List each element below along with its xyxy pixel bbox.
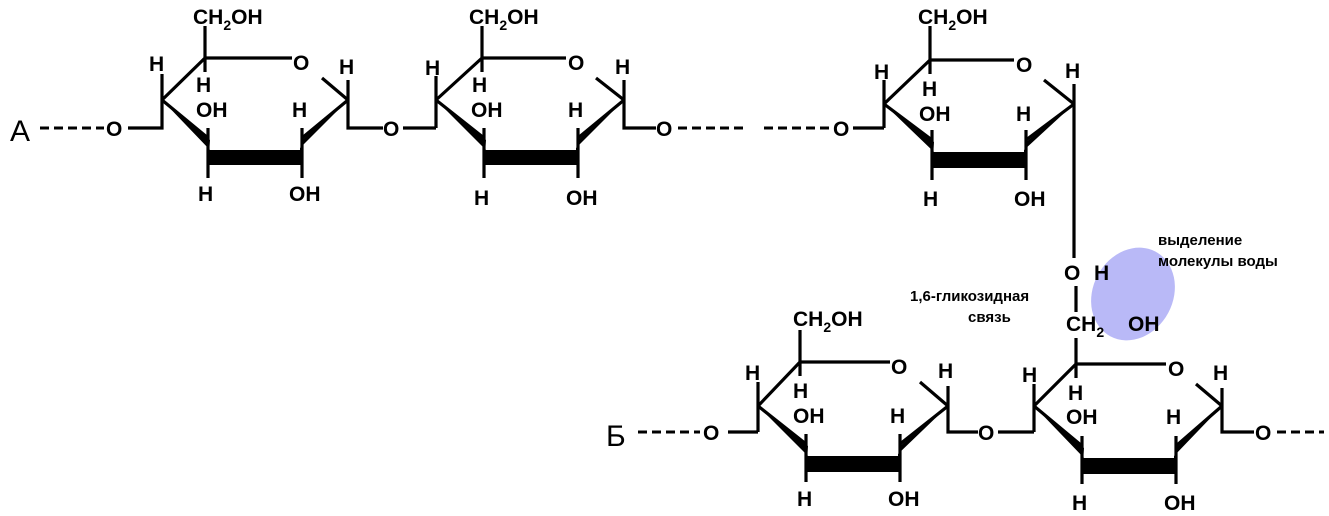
ring2-h: H (474, 187, 489, 210)
ring2-oh: OH (566, 187, 598, 210)
link-o: O (978, 422, 994, 445)
link-o: O (656, 118, 672, 141)
glucose-ring-3: CH2OH O H H OH H H H OH (874, 6, 1080, 258)
link-o: O (833, 118, 849, 141)
ring5-h: H (1068, 382, 1083, 405)
ring1-h: H (339, 56, 354, 79)
ring5-h: H (1022, 364, 1037, 387)
link-o: O (703, 422, 719, 445)
ring4-ch2oh: CH2OH (793, 308, 863, 335)
ring5-h: H (1213, 362, 1228, 385)
chain-a-label: A (10, 115, 30, 148)
branch-ch2: CH2 (1066, 313, 1104, 340)
ring3-oh: OH (919, 103, 951, 126)
ring1-h: H (198, 183, 213, 206)
ring2-h: H (425, 57, 440, 80)
ring3-h: H (1065, 60, 1080, 83)
ring4-o: O (891, 356, 907, 379)
branch-h: H (1094, 262, 1109, 285)
ring1-h: H (149, 53, 164, 76)
ring3-h: H (874, 61, 889, 84)
ring1-ch2oh: CH2OH (193, 6, 263, 33)
ring1-o: O (293, 52, 309, 75)
ring2-h: H (615, 56, 630, 79)
link-o: O (106, 118, 122, 141)
bond-annotation-line2: связь (968, 309, 1011, 326)
ring4-oh: OH (888, 488, 920, 511)
water-annotation-line1: выделение (1158, 232, 1242, 249)
ring2-h: H (568, 99, 583, 122)
bond-annotation-line1: 1,6-гликозидная (910, 288, 1029, 305)
ring3-h: H (1016, 103, 1031, 126)
ring5-o: O (1168, 358, 1184, 381)
chain-b-label: Б (606, 420, 626, 453)
link-o: O (1255, 422, 1271, 445)
ring4-h: H (938, 360, 953, 383)
ring3-o: O (1016, 54, 1032, 77)
ring4-h: H (745, 362, 760, 385)
ring4-h: H (890, 405, 905, 428)
ring1-h: H (292, 99, 307, 122)
ring5-h: H (1166, 406, 1181, 429)
ring1-h: H (196, 74, 211, 97)
ring2-oh: OH (471, 99, 503, 122)
ring3-oh: OH (1014, 188, 1046, 211)
ring3-h: H (923, 188, 938, 211)
glucose-ring-4: CH2OH O H H OH H H H OH (728, 308, 978, 511)
branch-oh: OH (1128, 313, 1160, 336)
ring1-oh: OH (196, 99, 228, 122)
link-o: O (383, 118, 399, 141)
ring4-h: H (793, 380, 808, 403)
ring4-h: H (797, 488, 812, 511)
ring3-ch2oh: CH2OH (918, 6, 988, 33)
ring1-oh: OH (289, 183, 321, 206)
ring5-oh: OH (1066, 406, 1098, 429)
ring5-h: H (1072, 492, 1087, 515)
ring2-h: H (472, 74, 487, 97)
ring4-oh: OH (793, 405, 825, 428)
water-elimination-highlight (1091, 247, 1175, 341)
glucose-ring-2: CH2OH O H H OH H H H OH (425, 6, 656, 210)
branch-o: O (1064, 262, 1080, 285)
water-annotation-line2: молекулы воды (1158, 253, 1278, 270)
glucose-ring-1: CH2OH O H H OH H H H OH (128, 6, 383, 206)
ring5-oh: OH (1164, 492, 1196, 515)
ring2-ch2oh: CH2OH (469, 6, 539, 33)
ring2-o: O (568, 52, 584, 75)
ring3-h: H (922, 78, 937, 101)
glucose-ring-5: O H H OH H H H OH (1022, 338, 1254, 515)
